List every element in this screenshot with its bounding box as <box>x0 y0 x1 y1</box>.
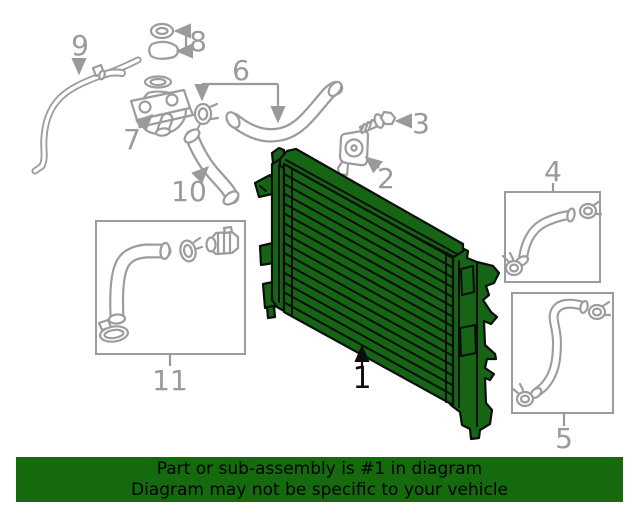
callout-3[interactable]: 3 <box>394 107 430 140</box>
part-11-hose-box[interactable] <box>95 220 246 355</box>
radiator-right-tank <box>448 245 501 441</box>
disclaimer-banner: Part or sub-assembly is #1 in diagram Di… <box>16 457 623 502</box>
callout-2-arrow <box>364 156 384 174</box>
callout-6-bracket <box>200 82 280 119</box>
callout-10[interactable]: 10 <box>171 165 210 208</box>
disclaimer-line-1: Part or sub-assembly is #1 in diagram <box>156 459 483 479</box>
callout-1[interactable]: 1 <box>352 344 372 396</box>
part-5-hose-box[interactable] <box>511 292 614 414</box>
callout-2-label: 2 <box>377 162 395 195</box>
callout-8[interactable]: 8 <box>173 23 207 59</box>
callout-9[interactable]: 9 <box>71 29 89 76</box>
radiator-tank-detail <box>458 260 478 427</box>
callout-1-label: 1 <box>352 361 371 396</box>
callout-10-arrow <box>191 165 210 184</box>
part-8-cap-and-seal-drawing[interactable] <box>148 22 180 60</box>
callout-8-label: 8 <box>189 25 207 58</box>
part-1-radiator-drawing[interactable] <box>253 146 501 441</box>
radiator-fins <box>283 167 454 403</box>
callout-9-label: 9 <box>71 29 89 62</box>
callout-7[interactable]: 7 <box>123 113 154 156</box>
callout-4-label: 4 <box>544 155 562 188</box>
hose-clamp <box>193 102 213 126</box>
clamp <box>515 390 535 408</box>
part-3-bolt-drawing[interactable] <box>358 110 397 135</box>
seal-ring <box>149 22 175 40</box>
callout-11[interactable]: 11 <box>152 354 188 397</box>
callout-7-arrow <box>135 113 154 132</box>
clamp <box>587 303 607 321</box>
callout-6-label: 6 <box>232 54 250 87</box>
part-10-lower-hose-drawing[interactable] <box>182 127 241 207</box>
callout-2[interactable]: 2 <box>364 156 395 195</box>
callout-4[interactable]: 4 <box>544 155 562 192</box>
callout-10-label: 10 <box>171 175 207 208</box>
callout-11-label: 11 <box>152 364 188 397</box>
callout-6[interactable]: 6 <box>194 54 286 124</box>
part-7-thermostat-housing-drawing[interactable] <box>98 68 195 137</box>
callout-8-bracket <box>178 29 188 53</box>
bolt-head <box>379 110 397 126</box>
clamp <box>504 259 524 277</box>
cap <box>148 40 180 60</box>
callout-5-label: 5 <box>555 422 573 455</box>
part-2-mount-bracket-drawing[interactable] <box>336 129 370 177</box>
clamp <box>578 202 598 220</box>
part-4-hose-box[interactable] <box>501 191 603 283</box>
disclaimer-line-2: Diagram may not be specific to your vehi… <box>130 480 508 500</box>
callout-5[interactable]: 5 <box>555 413 573 455</box>
part-6-upper-hose-drawing[interactable] <box>193 80 344 143</box>
callout-7-label: 7 <box>123 123 141 156</box>
callout-3-label: 3 <box>412 107 430 140</box>
